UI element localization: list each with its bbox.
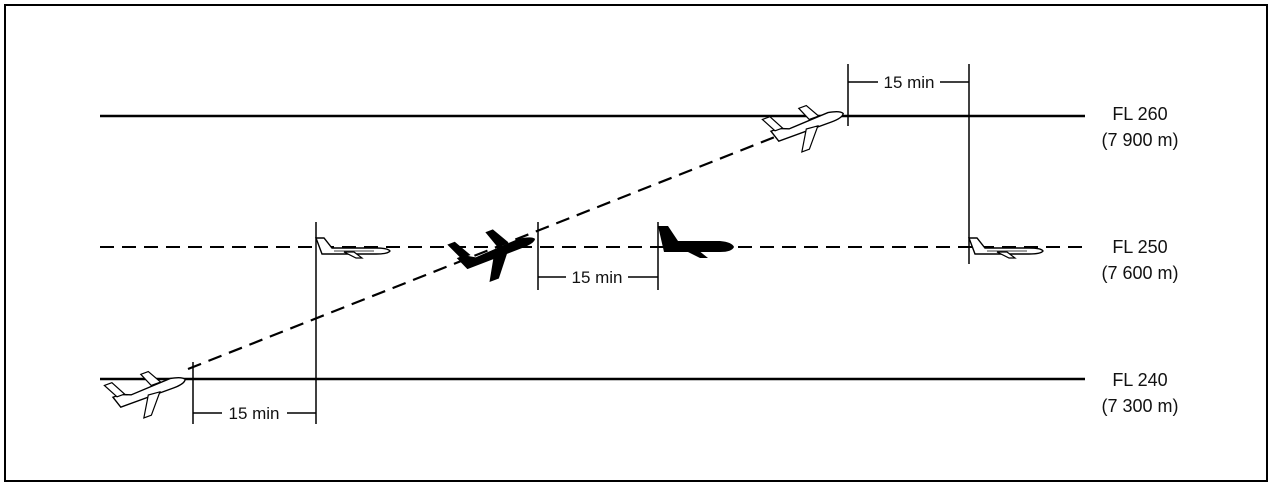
diagram-frame	[4, 4, 1268, 482]
fl250-alt-label: (7 600 m)	[1101, 263, 1178, 283]
aircraft-fl250-right-icon	[967, 237, 1044, 259]
climb-path	[187, 110, 839, 371]
fl240-label: FL 240	[1112, 370, 1167, 390]
interval-label-middle: 15 min	[571, 268, 622, 287]
fl250-label: FL 250	[1112, 237, 1167, 257]
fl240-alt-label: (7 300 m)	[1101, 396, 1178, 416]
aircraft-climbing-end-icon	[761, 104, 844, 153]
aircraft-fl250-left-icon	[314, 237, 391, 259]
aircraft-climbing-solid-icon	[447, 229, 536, 283]
fl260-alt-label: (7 900 m)	[1101, 130, 1178, 150]
aircraft-climbing-start-icon	[103, 370, 186, 419]
aircraft-fl250-solid-icon	[658, 226, 734, 258]
interval-label-top: 15 min	[883, 73, 934, 92]
fl260-label: FL 260	[1112, 104, 1167, 124]
interval-label-bottom: 15 min	[228, 404, 279, 423]
